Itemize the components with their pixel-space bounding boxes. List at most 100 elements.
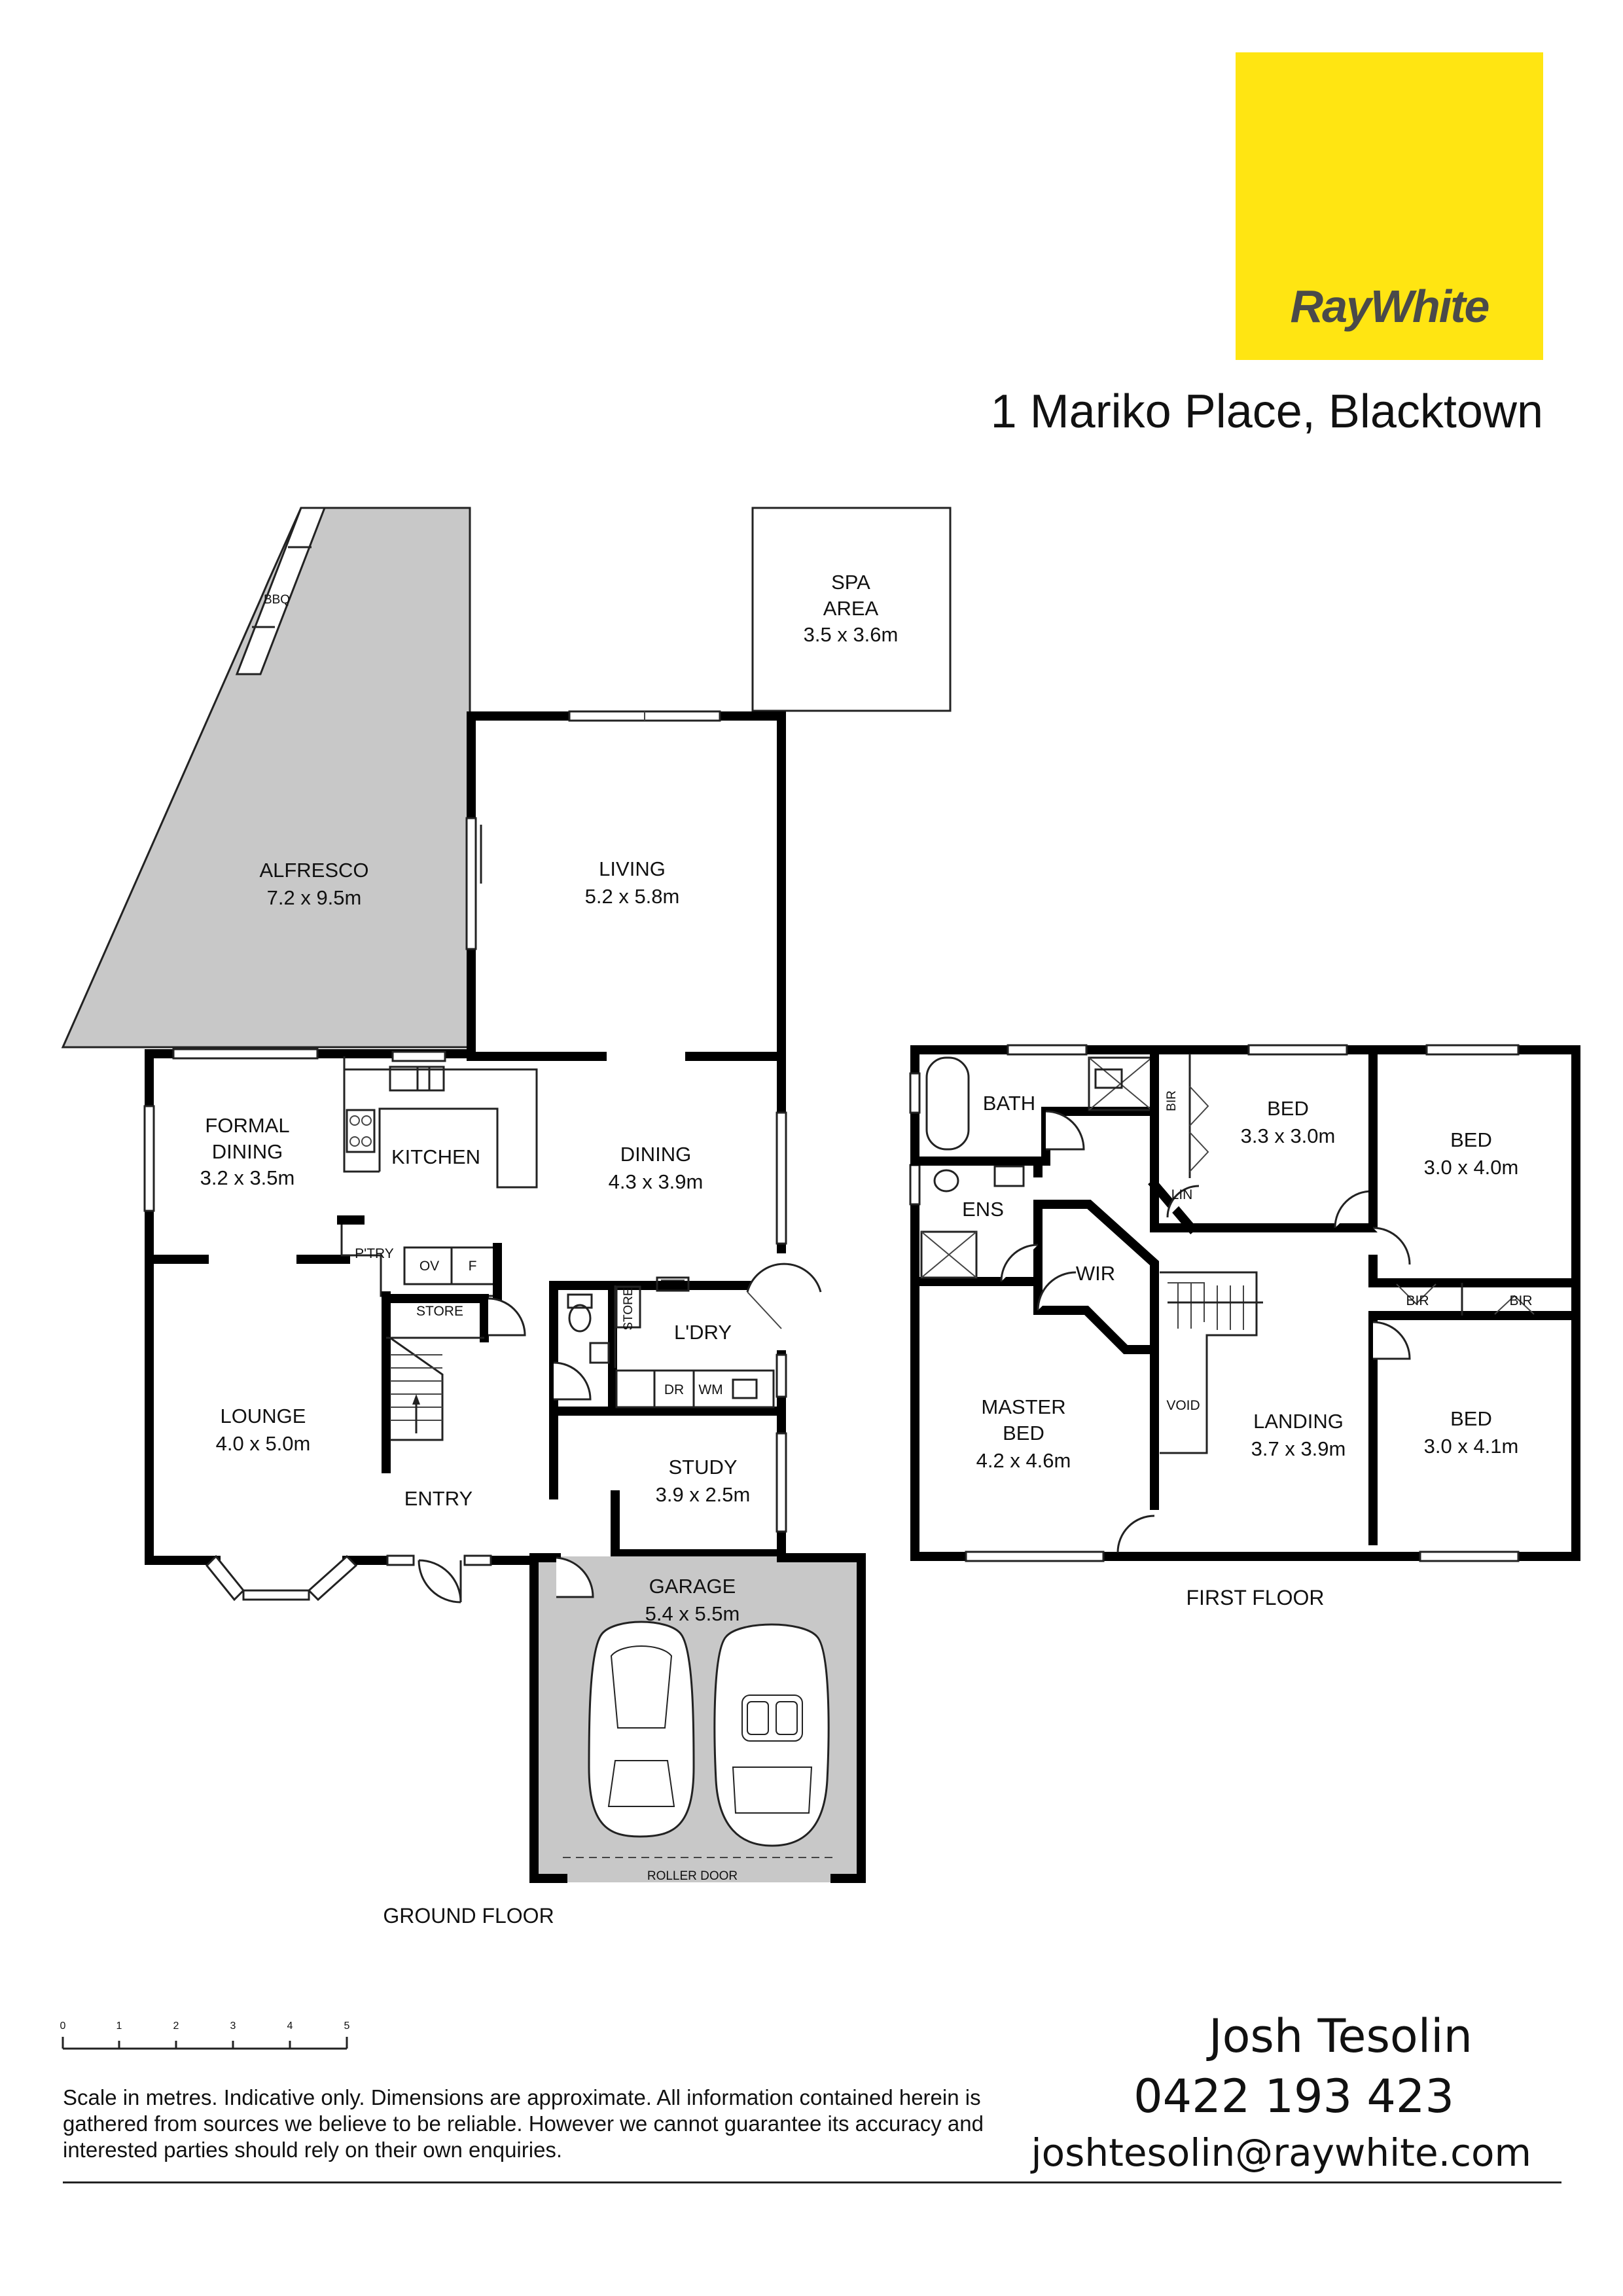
entry-label: ENTRY: [404, 1487, 473, 1510]
bed2-label: BED: [1450, 1128, 1492, 1151]
bed1-door: [1334, 1190, 1374, 1229]
disclaimer-text: Scale in metres. Indicative only. Dimens…: [63, 2085, 984, 2162]
alfresco-dims: 7.2 x 9.5m: [267, 886, 362, 909]
void-outline: [1160, 1271, 1258, 1454]
lounge-dims: 4.0 x 5.0m: [216, 1432, 311, 1455]
formal-dining-label-2: DINING: [212, 1140, 283, 1163]
toilet-cistern: [567, 1293, 593, 1309]
landing-dims: 3.7 x 3.9m: [1251, 1437, 1346, 1460]
bir-label-bed3: BIR: [1509, 1293, 1532, 1308]
stair-arrow-head: [412, 1394, 420, 1405]
study-dims: 3.9 x 2.5m: [656, 1483, 751, 1506]
living-label: LIVING: [599, 857, 666, 880]
garage-label: GARAGE: [649, 1575, 736, 1598]
wc-door: [553, 1361, 592, 1401]
ground-floor-plan: SPA AREA 3.5 x 3.6m BBQ ALFRESCO 7.2 x 9…: [61, 507, 952, 1928]
scale-label-4: 4: [287, 2020, 293, 2032]
cooktop-burner: [361, 1136, 372, 1147]
alfresco-label: ALFRESCO: [259, 859, 368, 882]
spa-dims: 3.5 x 3.6m: [804, 623, 899, 646]
store-label: STORE: [416, 1304, 463, 1319]
bath-basin: [1094, 1068, 1123, 1089]
formal-dining-label: FORMAL: [205, 1114, 289, 1137]
wc-basin: [589, 1342, 610, 1364]
laundry-tub: [732, 1378, 758, 1399]
entry-door: [418, 1559, 462, 1603]
first-floor-label: FIRST FLOOR: [1186, 1586, 1325, 1609]
car-right-icon: [713, 1623, 830, 1847]
bath-door: [1045, 1110, 1085, 1151]
bbq-bench: [235, 507, 327, 675]
lounge-label: LOUNGE: [221, 1405, 306, 1427]
spa-area-outline: [751, 507, 952, 712]
cooktop: [346, 1109, 376, 1153]
master-door: [1116, 1515, 1155, 1553]
landing-label: LANDING: [1253, 1410, 1344, 1433]
laundry-window: [776, 1354, 787, 1398]
oven-label: OV: [419, 1259, 439, 1274]
stair-upper: [1168, 1282, 1205, 1322]
scale-label-0: 0: [60, 2020, 66, 2032]
ens-door: [1000, 1244, 1039, 1282]
scale-label-3: 3: [230, 2020, 236, 2032]
entry-sidelight: [386, 1554, 415, 1566]
bed2-dims: 3.0 x 4.0m: [1424, 1156, 1519, 1179]
kitchen-sink: [389, 1066, 431, 1092]
wir-door: [1037, 1271, 1077, 1311]
bed2-door: [1372, 1227, 1411, 1265]
property-address: 1 Mariko Place, Blacktown: [990, 386, 1543, 438]
laundry-door-glass: [656, 1276, 690, 1292]
alfresco-area: [61, 507, 471, 1049]
ens-window: [909, 1164, 921, 1206]
formal-dining-window: [172, 1048, 319, 1060]
ens-label: ENS: [962, 1198, 1004, 1221]
master-window: [965, 1551, 1105, 1562]
bir-door: [1189, 1086, 1209, 1126]
dining-window: [776, 1111, 787, 1245]
kitchen-sink-2: [416, 1066, 445, 1092]
laundry-store-label: STORE: [622, 1287, 635, 1330]
bed3-window: [1419, 1551, 1520, 1562]
laundry-store: [615, 1285, 641, 1329]
raywhite-logo: RayWhite: [1236, 52, 1543, 360]
bath-label: BATH: [983, 1092, 1035, 1115]
store-wall: [382, 1294, 489, 1342]
raywhite-logo-text: RayWhite: [1290, 281, 1490, 332]
scale-label-1: 1: [116, 2020, 122, 2032]
lin-label: LIN: [1171, 1187, 1193, 1202]
washing-machine-label: WM: [698, 1382, 722, 1397]
roller-door-label: ROLLER DOOR: [647, 1869, 738, 1883]
cooktop-burner: [361, 1115, 372, 1126]
scale-label-5: 5: [344, 2020, 350, 2032]
bay-window-right-panel: [307, 1554, 358, 1602]
agent-phone[interactable]: 0422 193 423: [1133, 2070, 1454, 2123]
toilet-bowl: [568, 1304, 592, 1333]
kitchen-window: [391, 1050, 446, 1062]
first-floor-plan: BATH BED 3.3 x 3.0m BED 3.0 x 4.0m ENS W…: [909, 1044, 1580, 1609]
agent-email[interactable]: joshtesolin@raywhite.com: [1031, 2130, 1531, 2175]
living-wall: [467, 711, 786, 1253]
laundry-external-door: [746, 1263, 822, 1293]
laundry-appliance-bench: [615, 1369, 775, 1408]
master-label: MASTER: [981, 1395, 1065, 1418]
bir-label-bed1: BIR: [1165, 1090, 1179, 1111]
bath-side-window: [909, 1072, 921, 1114]
study-window: [776, 1432, 787, 1533]
ens-basin: [993, 1165, 1025, 1187]
garage-internal-door: [556, 1556, 594, 1598]
bath-window: [1007, 1044, 1088, 1056]
scale-label-2: 2: [173, 2020, 179, 2032]
formal-dining-dims: 3.2 x 3.5m: [200, 1166, 295, 1189]
bed1-label: BED: [1267, 1097, 1309, 1120]
dryer-label: DR: [664, 1382, 684, 1397]
kitchen-bench-outline: [344, 1068, 538, 1189]
bottom-divider: [63, 2181, 1561, 2183]
kitchen-label: KITCHEN: [391, 1145, 480, 1168]
living-dims: 5.2 x 5.8m: [585, 885, 680, 908]
first-floor-outer-wall: [910, 1045, 1580, 1561]
wir-label: WIR: [1076, 1262, 1115, 1285]
bbq-label: BBQ: [264, 593, 290, 607]
bay-window-centre: [242, 1589, 310, 1601]
bir-door: [1494, 1295, 1535, 1315]
